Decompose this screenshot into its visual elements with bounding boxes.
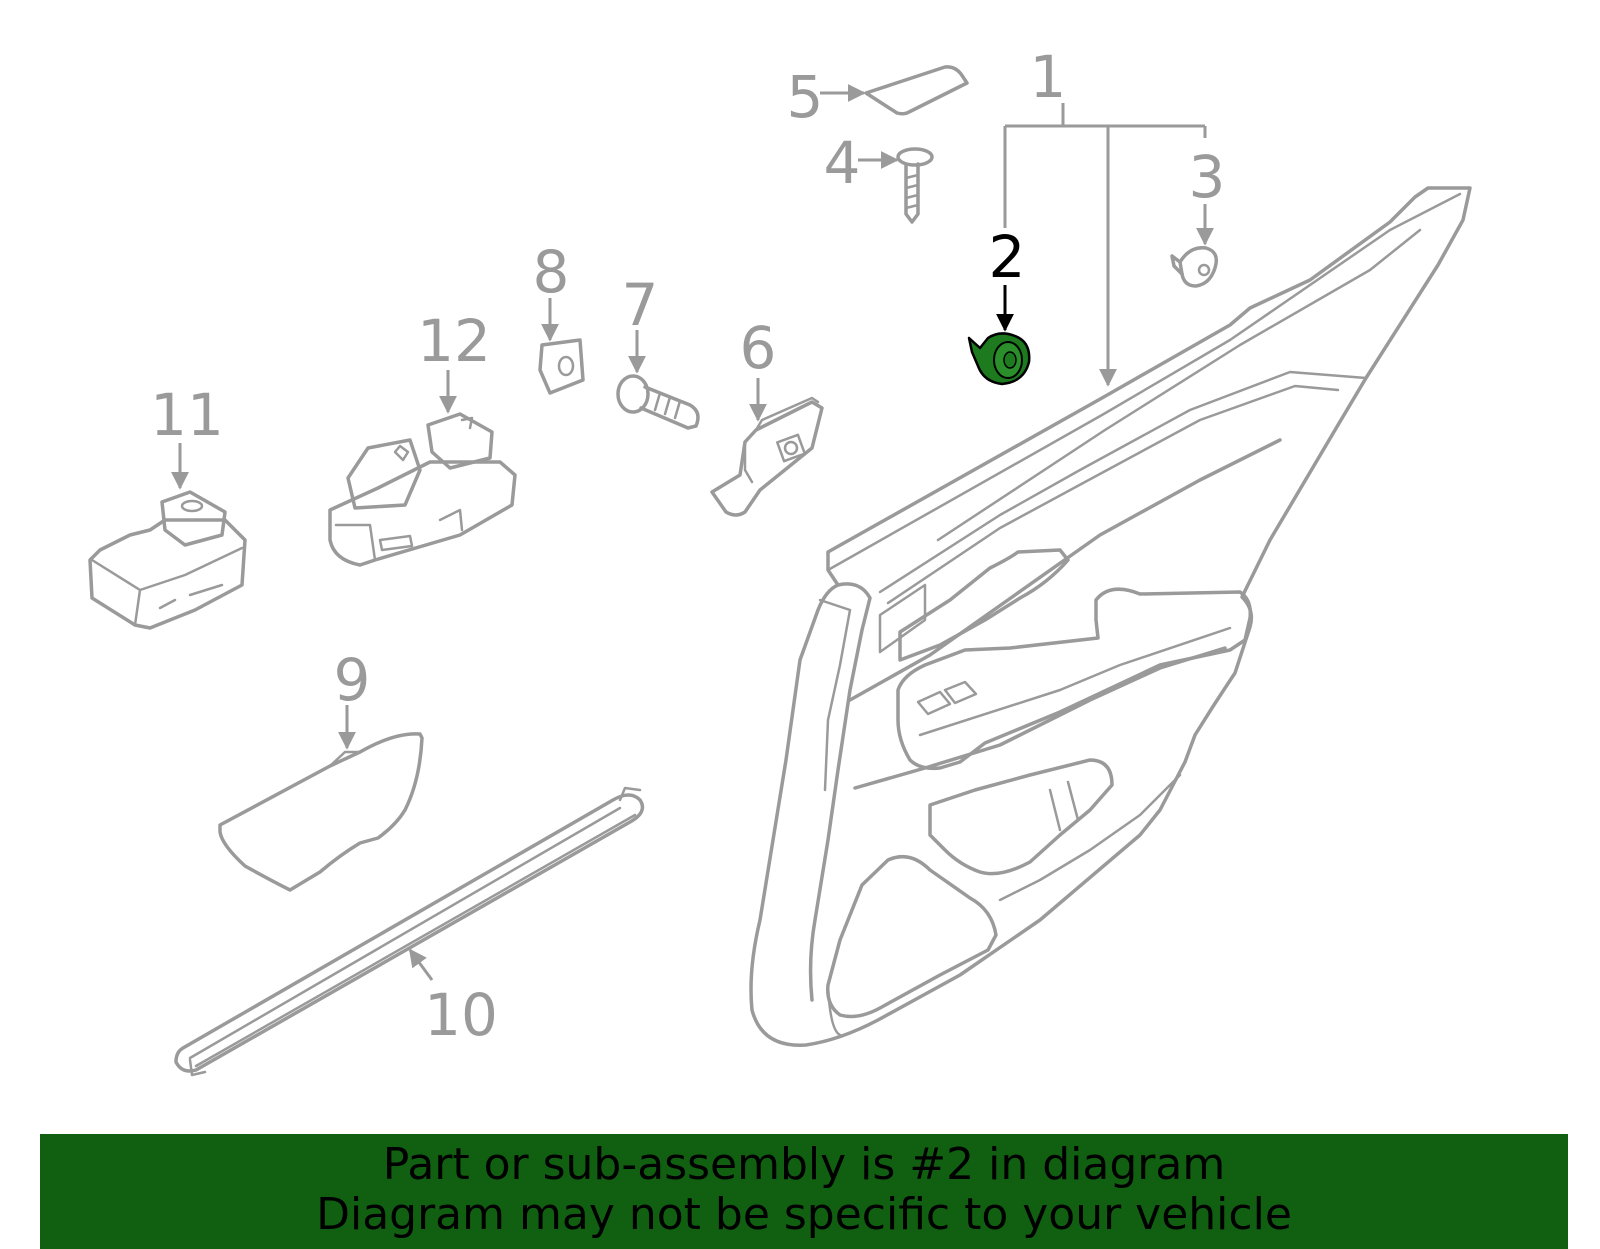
part-4-screw bbox=[896, 147, 934, 224]
info-banner: Part or sub-assembly is #2 in diagram Di… bbox=[40, 1134, 1568, 1249]
part-2-clip bbox=[967, 332, 1031, 386]
part-3-clip bbox=[1170, 246, 1219, 288]
part-7-screw bbox=[616, 374, 700, 430]
leader-10 bbox=[408, 948, 434, 981]
callout-6: 6 bbox=[740, 314, 777, 382]
part-12-switch-assembly bbox=[328, 412, 517, 567]
banner-line-1: Part or sub-assembly is #2 in diagram bbox=[382, 1139, 1226, 1190]
part-5-cover bbox=[864, 65, 969, 116]
part-8-nut bbox=[538, 338, 585, 395]
part-1-door-panel bbox=[749, 186, 1472, 1047]
callout-3: 3 bbox=[1189, 143, 1226, 211]
callout-4: 4 bbox=[824, 129, 861, 197]
part-6-bracket bbox=[710, 396, 824, 517]
banner-line-2: Diagram may not be specific to your vehi… bbox=[316, 1189, 1292, 1240]
callout-8: 8 bbox=[533, 238, 570, 306]
callout-11: 11 bbox=[150, 381, 224, 449]
callout-7: 7 bbox=[622, 271, 659, 339]
leader-1-bracket bbox=[1003, 103, 1207, 387]
part-11-switch bbox=[88, 490, 247, 630]
callout-12: 12 bbox=[417, 307, 491, 375]
callout-1: 1 bbox=[1030, 43, 1067, 111]
part-9-pad bbox=[218, 732, 424, 892]
callout-5: 5 bbox=[787, 63, 824, 131]
callout-10: 10 bbox=[424, 981, 498, 1049]
part-10-strip bbox=[174, 786, 645, 1077]
callout-9: 9 bbox=[334, 646, 371, 714]
callout-2: 2 bbox=[989, 223, 1026, 291]
